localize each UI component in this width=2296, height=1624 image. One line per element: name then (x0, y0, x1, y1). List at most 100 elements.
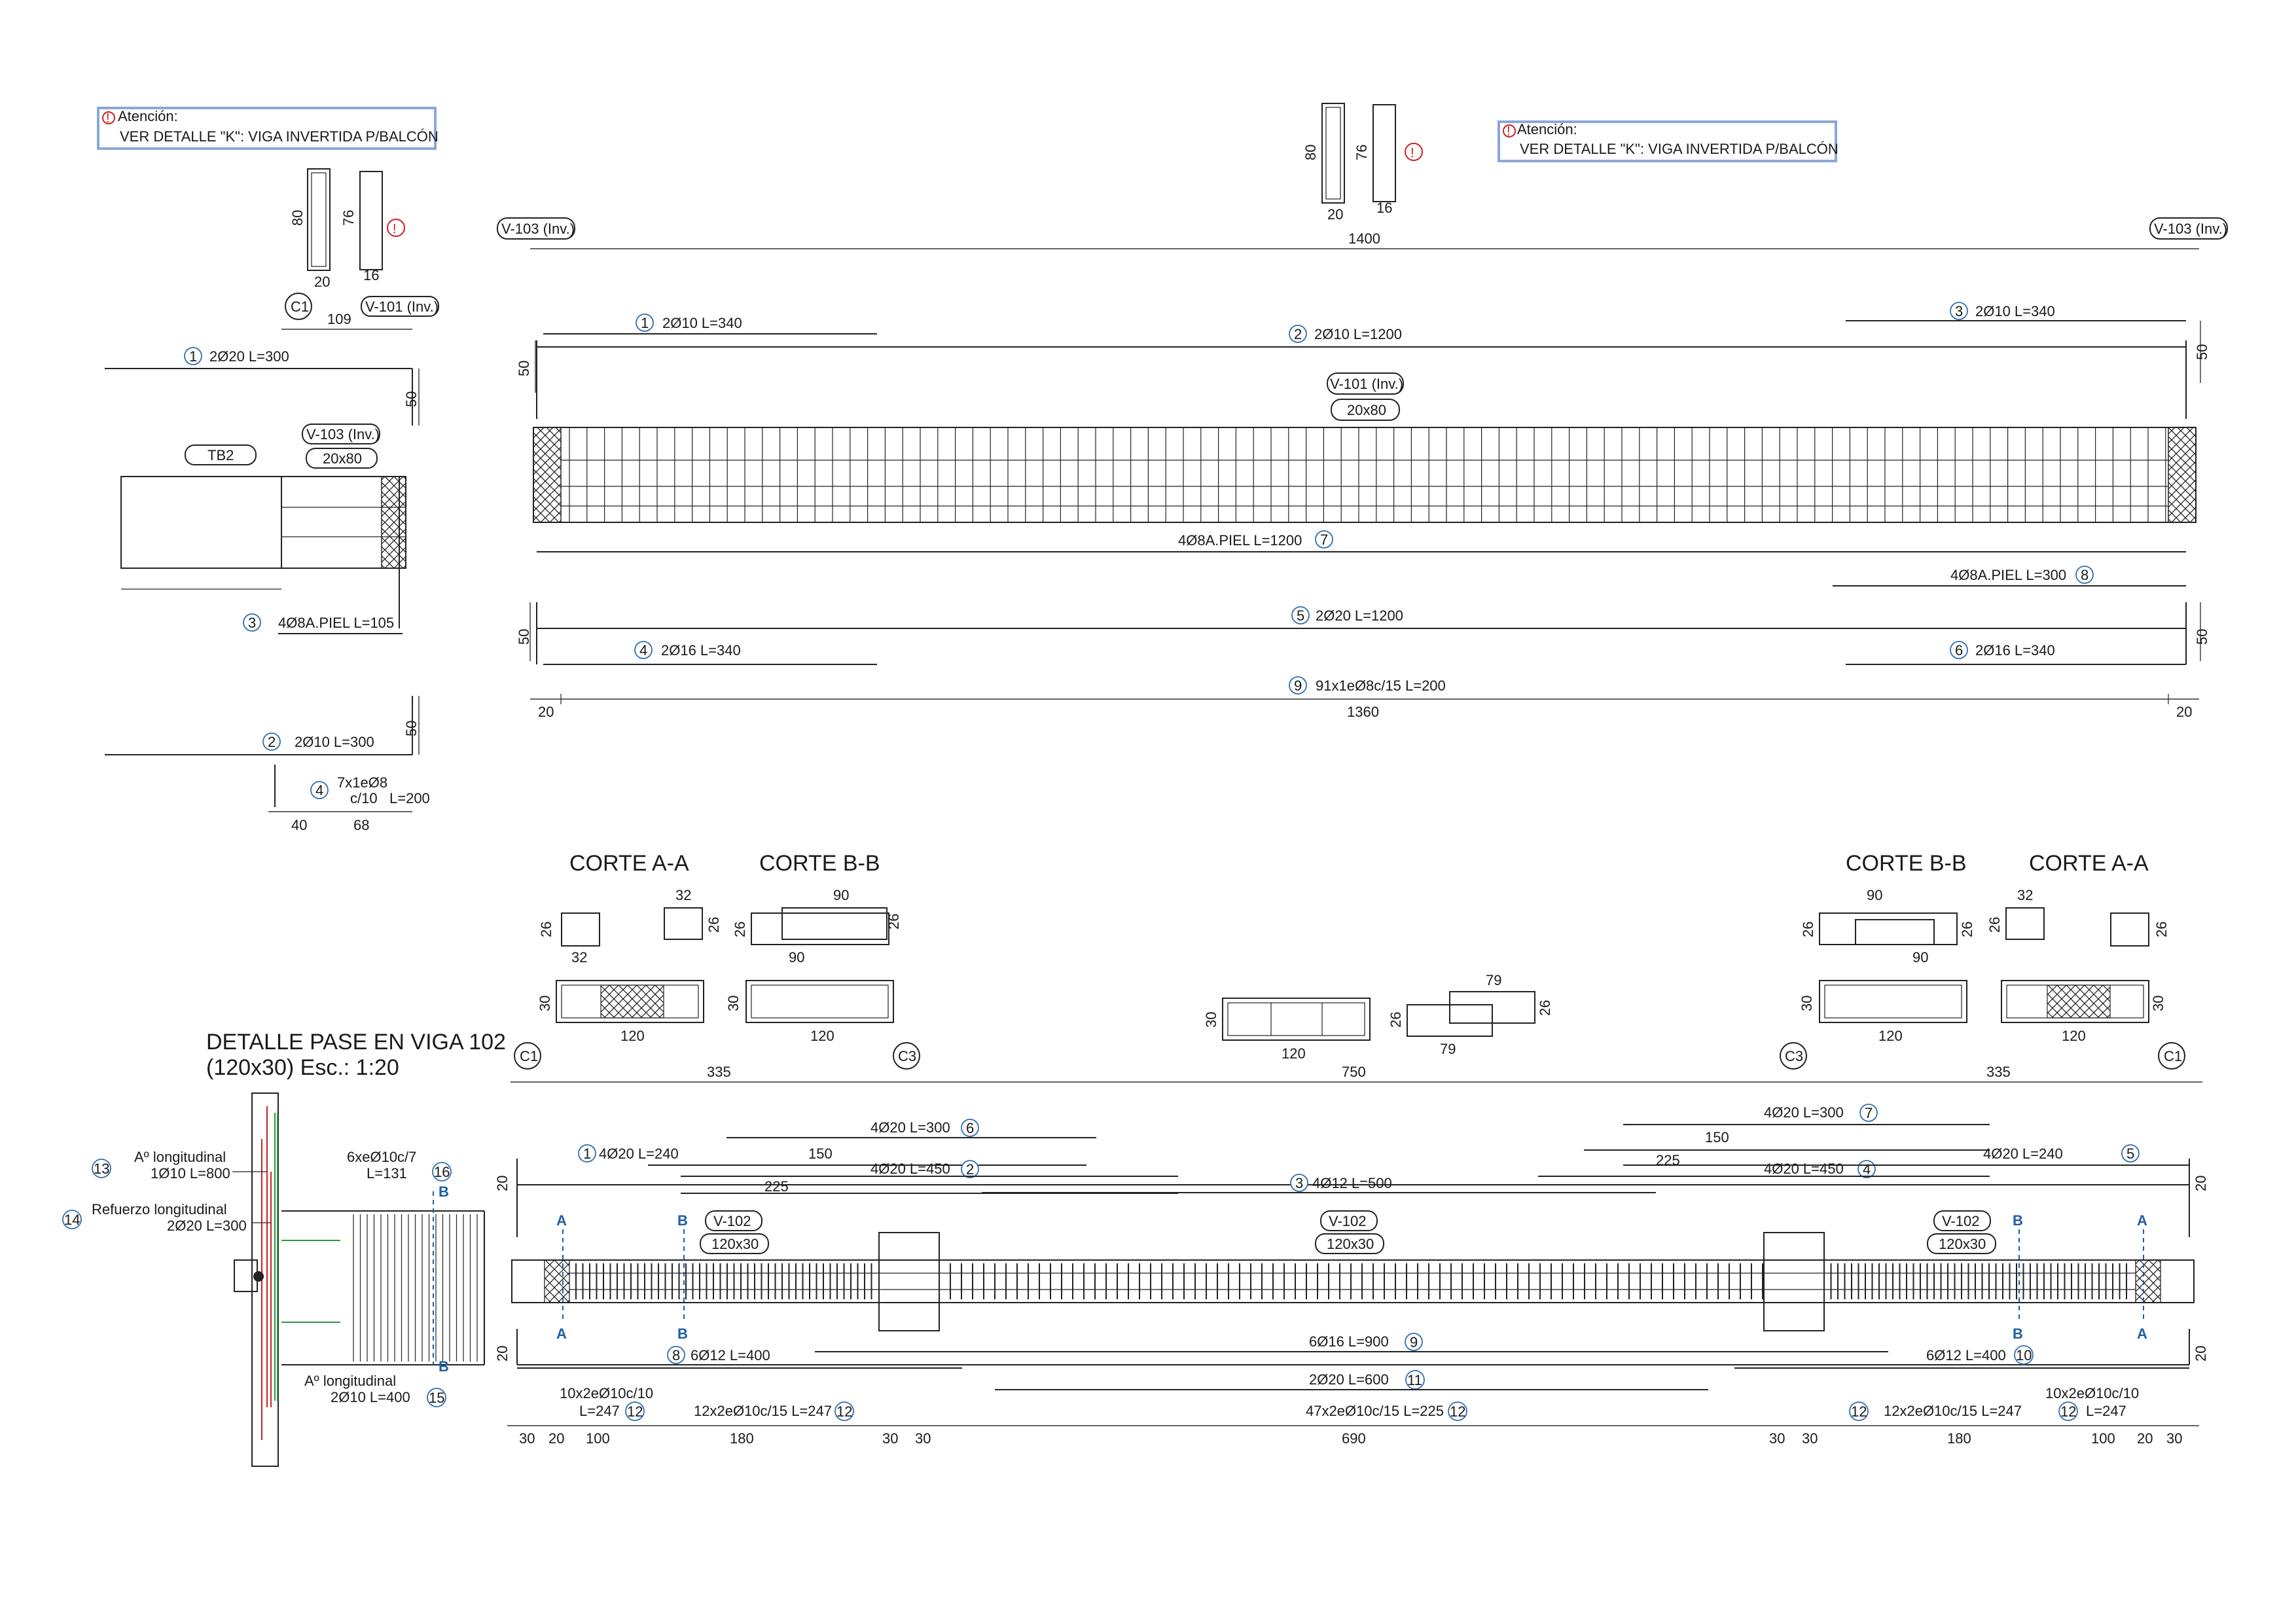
dimension-label: 26 (1986, 917, 2003, 933)
dimension-label: 120 (620, 1028, 645, 1044)
bar-number: 9 (1294, 677, 1302, 694)
warning-icon: ! (1410, 146, 1414, 160)
bar-label: 2Ø16 L=340 (1975, 642, 2055, 659)
bar-label: L=200 (389, 790, 430, 806)
dimension-label: 30 (1799, 996, 1815, 1011)
bar-number: 2 (268, 734, 276, 750)
column-label: C1 (520, 1048, 538, 1064)
lap-label: 150 (808, 1146, 833, 1162)
bar-number: 3 (1295, 1175, 1303, 1191)
bar-number: 5 (2126, 1146, 2134, 1162)
section-height-label: 76 (340, 210, 357, 226)
section-size-label: 20x80 (1347, 402, 1386, 418)
bar-label: 4Ø20 L=450 (870, 1161, 950, 1177)
detail-label: L=131 (367, 1165, 407, 1182)
dimension-label: 30 (915, 1430, 931, 1447)
stirrup-label: L=247 (579, 1403, 620, 1419)
warning-text: VER DETALLE "K": VIGA INVERTIDA P/BALCÓN (120, 128, 439, 145)
detalle-pase: DETALLE PASE EN VIGA 102 (120x30) Esc.: … (62, 1030, 506, 1467)
detail-label: 6xeØ10c/7 (347, 1149, 416, 1165)
bar-number: 9 (1410, 1334, 1418, 1350)
warning-note-right: ! Atención: VER DETALLE "K": VIGA INVERT… (1498, 120, 1839, 162)
dimension-label: 100 (2091, 1430, 2115, 1447)
detail-label: 1Ø10 L=800 (151, 1165, 230, 1182)
dimension-label: 50 (2194, 344, 2210, 360)
dimension-label: 90 (1912, 949, 1928, 965)
bar-label: 2Ø20 L=600 (1309, 1371, 1389, 1388)
bar-label: 4Ø8A.PIEL L=105 (278, 615, 394, 631)
bar-label: 2Ø20 L=1200 (1316, 607, 1403, 624)
bar-label: 7x1eØ8 (337, 774, 387, 791)
bar-number: 4 (315, 782, 323, 799)
bar-number: 10 (2016, 1347, 2032, 1363)
v102-stirrups (575, 1263, 2127, 1299)
dimension-label: 30 (1802, 1430, 1818, 1447)
dimension-label: 20 (494, 1346, 511, 1362)
dimension-label: 32 (571, 949, 587, 965)
bar-number: 8 (672, 1347, 680, 1363)
dimension-label: 26 (1537, 1000, 1553, 1016)
stirrup-label: 10x2eØ10c/10 (2045, 1385, 2139, 1401)
dimension-label: 1400 (1348, 230, 1380, 247)
beam-ref-label: V-101 (Inv.) (365, 298, 439, 315)
section-size-label: 120x30 (1327, 1236, 1374, 1252)
dimension-label: 26 (732, 922, 748, 937)
warning-text: VER DETALLE "K": VIGA INVERTIDA P/BALCÓN (1520, 141, 1839, 157)
bar-number: 12 (627, 1403, 643, 1420)
bar-label: 2Ø10 L=340 (662, 315, 742, 331)
column-label: C1 (291, 298, 309, 315)
dimension-label: 20 (2193, 1176, 2209, 1191)
dimension-label: 30 (2150, 996, 2166, 1011)
dimension-label: 40 (291, 817, 307, 833)
column-label: C1 (2164, 1048, 2182, 1064)
bar-label: 2Ø10 L=300 (295, 734, 374, 750)
dimension-label: 90 (789, 949, 804, 965)
dimension-label: 26 (1388, 1012, 1404, 1028)
bar-label: 4Ø20 L=300 (1764, 1104, 1844, 1121)
bar-number: 1 (189, 348, 197, 365)
section-title: CORTE B-B (1846, 851, 1967, 876)
v102-beam-body (511, 1232, 2195, 1331)
section-size-label: 20x80 (323, 450, 362, 467)
bar-number: 12 (1450, 1403, 1465, 1420)
dimension-label: 20 (494, 1176, 511, 1191)
dimension-label: 50 (516, 629, 532, 645)
dimension-label: 690 (1342, 1430, 1366, 1447)
bar-number: 15 (429, 1390, 444, 1406)
section-title: CORTE A-A (569, 851, 689, 876)
lap-label: 225 (1656, 1152, 1680, 1168)
beam-ref-label: V-102 (1942, 1213, 1980, 1229)
detail-title: DETALLE PASE EN VIGA 102 (206, 1030, 506, 1055)
beam-ref-label: V-103 (Inv.) (2154, 221, 2227, 237)
stirrup-label: 12x2eØ10c/15 L=247 (694, 1403, 832, 1419)
beam-ref-label: TB2 (207, 447, 234, 463)
bar-label: 6Ø12 L=400 (1926, 1347, 2006, 1363)
section-width-label: 20 (1327, 206, 1343, 223)
bar-number: 14 (64, 1212, 80, 1228)
detail-subtitle: (120x30) Esc.: 1:20 (206, 1055, 399, 1080)
dimension-label: 26 (2153, 922, 2170, 937)
dimension-label: 26 (1800, 922, 1816, 937)
dimension-label: 335 (707, 1064, 731, 1080)
warning-title: Atención: (1517, 121, 1577, 137)
cut-marker-b: B (439, 1183, 449, 1200)
bar-number: 7 (1865, 1105, 1873, 1121)
bar-number: 3 (248, 615, 256, 631)
bar-number: 2 (966, 1161, 974, 1178)
lap-label: 150 (1705, 1129, 1729, 1146)
dimension-label: 68 (353, 817, 369, 833)
dimension-label: 79 (1440, 1041, 1456, 1057)
bar-number: 12 (1851, 1403, 1867, 1420)
bar-label: 91x1eØ8c/15 L=200 (1316, 677, 1446, 694)
dimension-label: 26 (538, 922, 554, 937)
dimension-label: 20 (2176, 704, 2192, 720)
bar-label: 4Ø20 L=450 (1764, 1161, 1844, 1177)
bar-label: 2Ø20 L=300 (209, 348, 289, 365)
section-size-label: 120x30 (1939, 1236, 1986, 1252)
v102-elevation: C1 C3 C3 C1 335 750 335 20 20 1 4Ø20 L=2… (494, 1042, 2209, 1447)
bar-number: 4 (1863, 1161, 1871, 1178)
dimension-label: 20 (2137, 1430, 2153, 1447)
bar-number: 16 (434, 1164, 450, 1180)
bar-label: 4Ø12 L=500 (1312, 1175, 1392, 1191)
bar-label: 2Ø16 L=340 (661, 642, 741, 659)
